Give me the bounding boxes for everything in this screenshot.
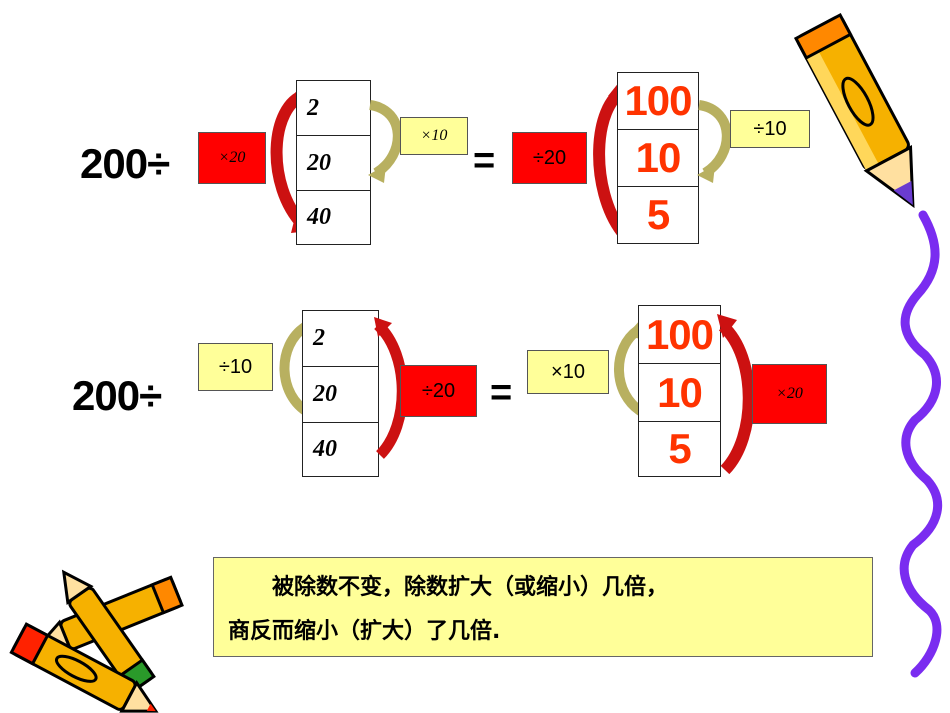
quotient-cell: 5 <box>668 425 691 472</box>
multiply-10-box: ×10 <box>400 117 468 155</box>
divide-20-box: ÷20 <box>512 132 587 184</box>
divide-10-box: ÷10 <box>730 110 810 148</box>
operation-label: ÷20 <box>421 379 456 402</box>
divisor-cell: 40 <box>307 204 331 230</box>
dividend-text: 200÷ <box>72 372 162 419</box>
operation-label: ×20 <box>776 385 803 402</box>
quotient-cell: 10 <box>618 130 698 187</box>
divisor-column: 2 20 40 <box>296 80 371 245</box>
divisor-cell: 20 <box>303 367 378 423</box>
operation-label: ÷10 <box>753 117 787 140</box>
conclusion-line: 被除数不变，除数扩大（或缩小）几倍， <box>228 575 669 600</box>
divisor-cell: 2 <box>297 81 370 136</box>
curved-arrow-icon <box>368 100 403 183</box>
conclusion-box: 被除数不变，除数扩大（或缩小）几倍， 商反而缩小（扩大）了几倍. <box>213 557 873 657</box>
multiply-20-box: ×20 <box>198 132 266 184</box>
operation-label: ÷10 <box>218 355 253 378</box>
wavy-border-icon <box>899 210 943 678</box>
pencil-icon <box>793 12 915 209</box>
equals-sign: = <box>473 140 496 182</box>
dividend-text: 200÷ <box>80 140 170 187</box>
quotient-cell: 100 <box>639 306 720 364</box>
conclusion-line: 商反而缩小（扩大）了几倍. <box>228 619 501 644</box>
quotient-column: 100 10 5 <box>617 72 699 244</box>
divisor-column: 2 20 40 <box>302 310 379 477</box>
quotient-cell: 100 <box>618 73 698 130</box>
operation-label: ×10 <box>551 360 585 383</box>
quotient-column: 100 10 5 <box>638 305 721 477</box>
divide-20-box: ÷20 <box>400 365 477 417</box>
divide-10-box: ÷10 <box>198 343 273 391</box>
curved-arrow-icon <box>697 100 732 183</box>
crayon-icon <box>9 569 184 713</box>
multiply-20-box: ×20 <box>752 364 827 424</box>
divisor-cell: 40 <box>313 436 337 462</box>
curved-arrow-icon <box>717 314 755 475</box>
multiply-10-box: ×10 <box>527 350 609 394</box>
operation-label: ×20 <box>218 149 246 166</box>
divisor-cell: 2 <box>303 311 378 367</box>
operation-label: ÷20 <box>532 146 567 169</box>
operation-label: ×10 <box>420 127 448 144</box>
divisor-cell: 20 <box>297 136 370 191</box>
quotient-cell: 5 <box>646 191 670 238</box>
quotient-cell: 10 <box>639 364 720 422</box>
equals-sign: = <box>490 372 513 414</box>
